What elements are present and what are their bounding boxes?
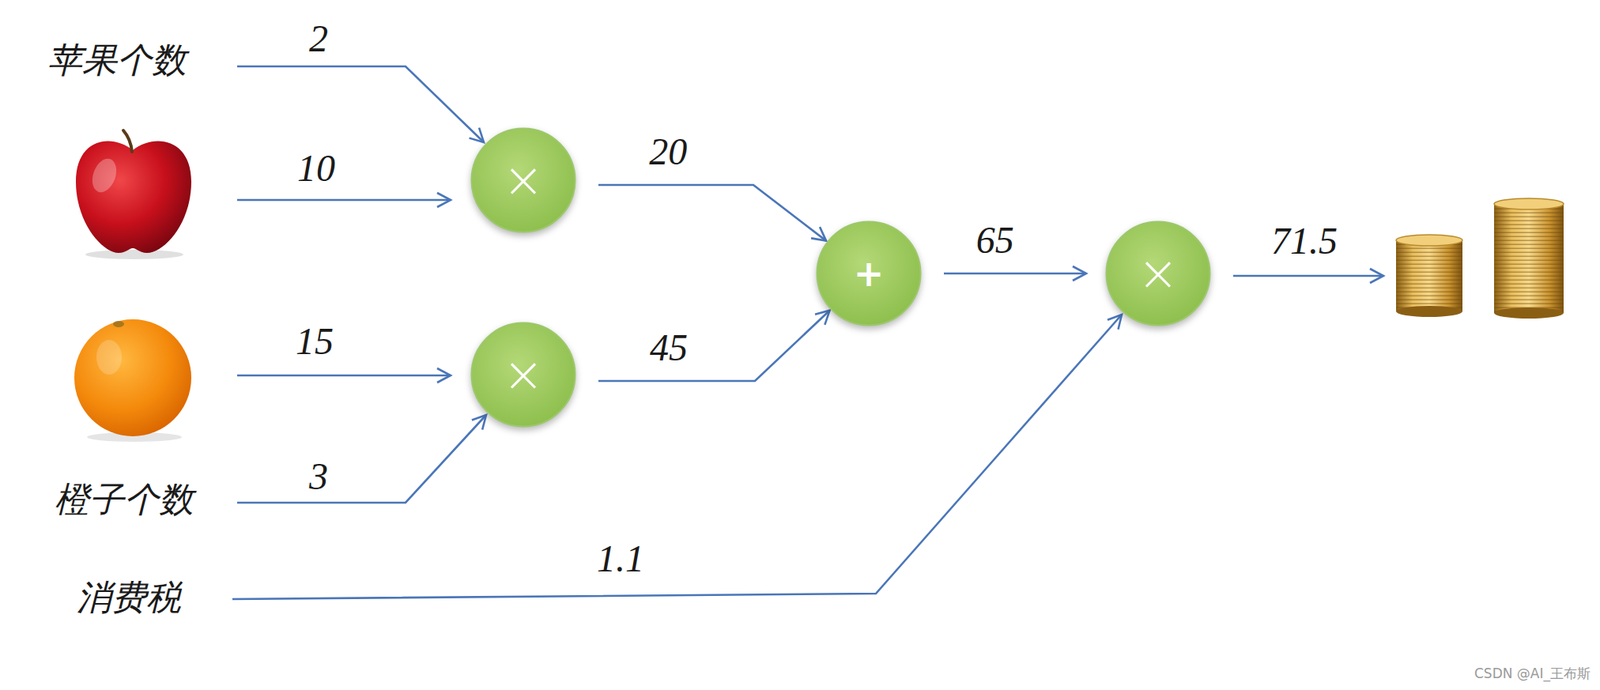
edge-label: 20 [649,132,687,171]
coin-top [1396,234,1463,246]
coin-stack [1396,240,1463,312]
orange-navel [113,320,125,328]
value-number: 2 [309,19,329,58]
circle-shape [471,128,576,233]
connector-arrow [598,184,827,242]
apple-shadow [85,249,184,260]
watermark: CSDN @AI_王布斯 [1474,667,1591,681]
apple-stem [123,130,133,152]
operator-circle: × [470,321,577,428]
value-number: 71.5 [1271,222,1338,261]
input-name: 苹果个数 [47,43,187,79]
circle-shape [1106,222,1211,326]
apple-picture [75,130,192,260]
edge-label: 45 [649,328,688,367]
circle-shape [471,323,576,427]
value-number: 15 [295,322,334,361]
operator-symbol: × [1137,249,1179,299]
coin-bottom [1396,305,1463,317]
operator-symbol: + [853,255,885,292]
coin-bottom [1494,307,1564,319]
orange-shine [96,339,122,375]
operator-symbol: × [502,350,544,400]
connector-arrow [943,272,1087,276]
input-wire [237,199,451,202]
input-wires [232,66,1384,600]
input-name: 橙子个数 [54,483,194,518]
coin-top [1494,198,1564,210]
coin-stack [1494,203,1564,314]
apple-shine [87,155,121,197]
operator-circle: + [815,220,922,327]
coin-stack-ridges [1494,203,1564,314]
operator-circle: × [1105,220,1212,327]
input-wire [232,314,1122,600]
coin-stacks [1396,198,1564,319]
input-wire [237,374,451,378]
connector-arrow [598,310,831,382]
orange-picture [74,319,192,442]
input-name: 消费税 [76,581,182,616]
value-number: 1.1 [596,539,645,578]
value-number: 3 [309,457,329,496]
edge-label: 65 [976,221,1015,260]
input-wire [237,415,487,503]
operator-symbol: × [502,155,544,205]
coin-stack-ridges [1396,240,1463,312]
orange-body [74,319,192,437]
input-wire [237,66,484,143]
apple-body [75,141,192,253]
value-number: 10 [297,149,336,188]
operator-circle: × [470,127,577,234]
output-wire [1233,275,1384,278]
circle-shape [817,222,921,326]
